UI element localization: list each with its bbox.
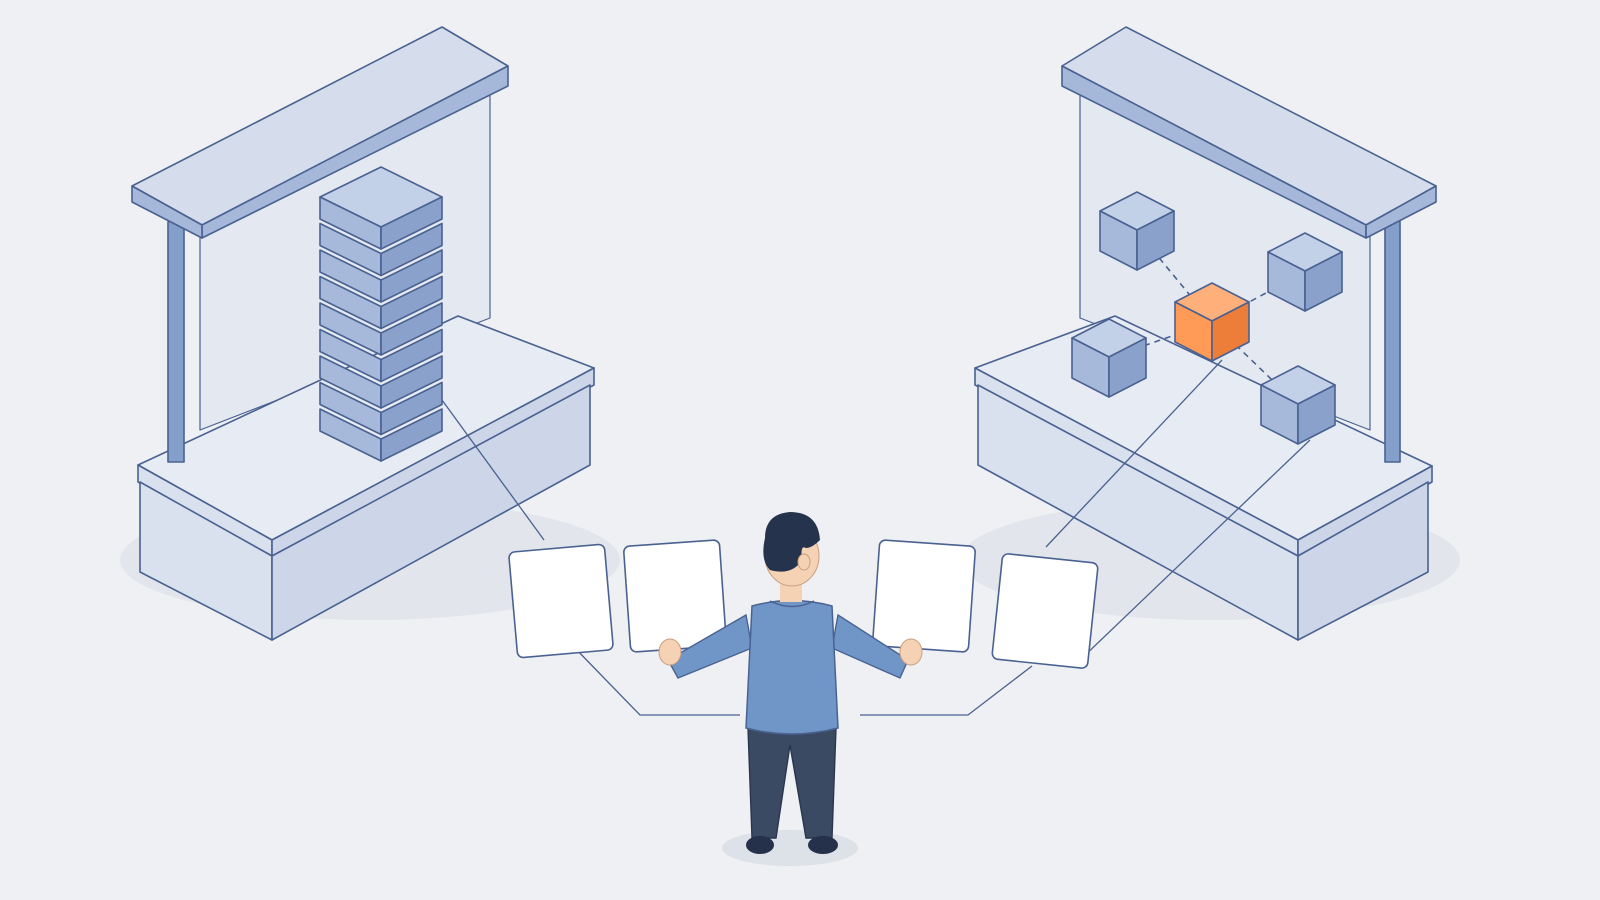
card-body [872, 539, 976, 653]
block-top [319, 166, 443, 250]
support-pole [1384, 217, 1401, 463]
node-top-right [1267, 232, 1343, 312]
collar [769, 600, 815, 608]
card-body [508, 543, 614, 659]
node-center-highlighted [1174, 282, 1250, 362]
table-lip-right [1297, 465, 1433, 557]
slab-right-face [380, 222, 443, 277]
node-bottom-left [1071, 318, 1147, 398]
block-slab [319, 222, 443, 277]
card-3 [872, 539, 976, 653]
right-station [960, 26, 1460, 641]
node-top-left [1099, 191, 1175, 271]
support-pole [167, 214, 185, 463]
block-slab [319, 408, 443, 462]
canopy-side [131, 185, 203, 239]
node-network [1071, 191, 1343, 445]
person-figure [658, 512, 923, 866]
block-slab [319, 381, 443, 436]
connector-line [571, 644, 740, 716]
block-slab [319, 249, 443, 303]
torso [745, 599, 839, 735]
cube-right-face [1211, 301, 1250, 362]
right-hand [899, 638, 923, 666]
cube-right-face [1136, 210, 1175, 271]
left-station [120, 26, 620, 641]
block-slab [319, 275, 443, 330]
table-front-right [1297, 481, 1429, 641]
slab-right-face [380, 381, 443, 436]
left-hand [658, 638, 682, 666]
hair [763, 512, 820, 572]
slab-right-face [380, 328, 443, 383]
person-shadow [722, 830, 858, 866]
cube-right-face [1297, 384, 1336, 445]
table-lip-right [271, 367, 595, 557]
slab-right-face [380, 355, 443, 409]
connector-line [1045, 359, 1223, 548]
stacked-blocks [319, 166, 443, 462]
connector-line [1079, 439, 1311, 661]
node-bottom-right [1260, 365, 1336, 445]
table-front-right [271, 384, 591, 641]
connector-lines [441, 359, 1311, 716]
slab-right-face [380, 302, 443, 356]
canopy-side [1365, 185, 1437, 239]
left-shoe [746, 836, 774, 854]
slab-right-face [380, 249, 443, 303]
dashed-link [1136, 230, 1213, 323]
cube-right-face [1108, 337, 1147, 398]
neck [780, 582, 802, 602]
cube-right-face [380, 196, 443, 250]
block-slab [319, 355, 443, 409]
card-4 [991, 553, 1099, 669]
slab-right-face [380, 275, 443, 330]
block-slab [319, 328, 443, 383]
block-slab [319, 302, 443, 356]
card-body [991, 553, 1099, 669]
ear [797, 553, 811, 571]
connector-line [441, 399, 545, 541]
connector-line [860, 665, 1033, 716]
card-1 [508, 543, 614, 659]
cube-right-face [1304, 251, 1343, 312]
right-shoe [808, 836, 838, 854]
document-cards [508, 539, 1099, 669]
slab-right-face [380, 408, 443, 462]
